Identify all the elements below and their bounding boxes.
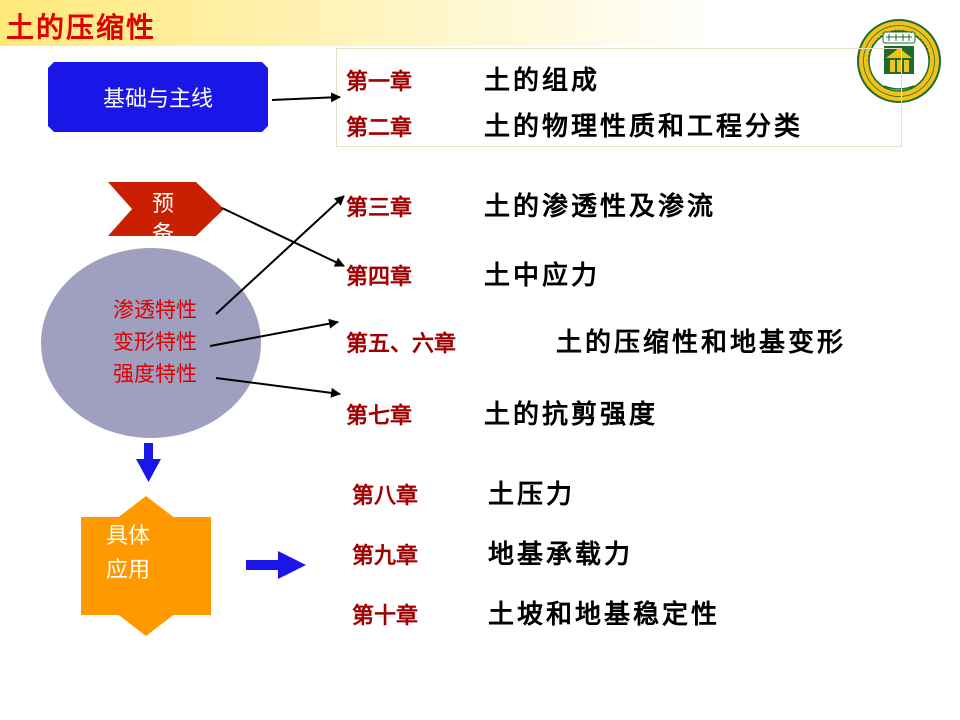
chapter-5-6: 第五、六章 土的压缩性和地基变形 [346, 322, 846, 359]
chapter-number: 第八章 [352, 483, 419, 509]
chapter-title: 土中应力 [484, 261, 601, 291]
slide-title: 土的压缩性 [6, 11, 157, 44]
chapter-9: 第九章 地基承载力 [352, 534, 633, 571]
chapter-number: 第四章 [346, 264, 413, 290]
foundation-box: 基础与主线 [48, 62, 268, 132]
property-permeability: 渗透特性 [113, 298, 197, 322]
chapter-number: 第七章 [346, 403, 413, 429]
chapter-title: 地基承载力 [488, 540, 634, 570]
chapter-8: 第八章 土压力 [352, 474, 575, 511]
chapter-number: 第五、六章 [346, 331, 457, 357]
chapter-title: 土压力 [488, 480, 576, 510]
chapter-number: 第二章 [346, 115, 413, 141]
chapter-1: 第一章 土的组成 [346, 60, 600, 97]
chapter-3: 第三章 土的渗透性及渗流 [346, 186, 716, 223]
application-label: 具体 应用 [106, 520, 176, 588]
application-star [81, 496, 211, 636]
university-logo [857, 19, 941, 103]
arrow-permeability-to-ch3 [215, 195, 345, 315]
chapter-10: 第十章 土坡和地基稳定性 [352, 594, 720, 631]
chapter-number: 第三章 [346, 195, 413, 221]
arrow-foundation-to-ch1-2 [271, 92, 341, 103]
chapter-title: 土坡和地基稳定性 [488, 600, 721, 630]
right-arrow-icon [246, 551, 306, 579]
chapter-number: 第九章 [352, 543, 419, 569]
application-line-1: 具体 [106, 524, 151, 549]
foundation-box-label: 基础与主线 [102, 87, 213, 112]
chapter-title: 土的抗剪强度 [484, 400, 659, 430]
chapter-number: 第一章 [346, 69, 413, 95]
chapter-title: 土的组成 [484, 66, 601, 96]
chapter-title: 土的物理性质和工程分类 [484, 112, 804, 142]
chapter-number: 第十章 [352, 603, 419, 629]
chapter-title: 土的渗透性及渗流 [484, 192, 717, 222]
chapter-2: 第二章 土的物理性质和工程分类 [346, 106, 803, 143]
properties-list: 渗透特性 变形特性 强度特性 [90, 294, 220, 390]
arrow-preview-to-ch4 [221, 207, 345, 267]
application-line-2: 应用 [106, 558, 151, 583]
title-band [0, 0, 960, 46]
preview-label: 预备 [151, 192, 174, 238]
down-arrow-icon [136, 443, 161, 482]
arrow-strength-to-ch7 [215, 377, 341, 398]
chapter-title: 土的压缩性和地基变形 [556, 328, 847, 358]
property-strength: 强度特性 [113, 362, 197, 386]
arrow-deformation-to-ch5-6 [209, 318, 339, 347]
chapter-4: 第四章 土中应力 [346, 255, 600, 292]
property-deformation: 变形特性 [113, 330, 197, 354]
chapter-7: 第七章 土的抗剪强度 [346, 394, 658, 431]
